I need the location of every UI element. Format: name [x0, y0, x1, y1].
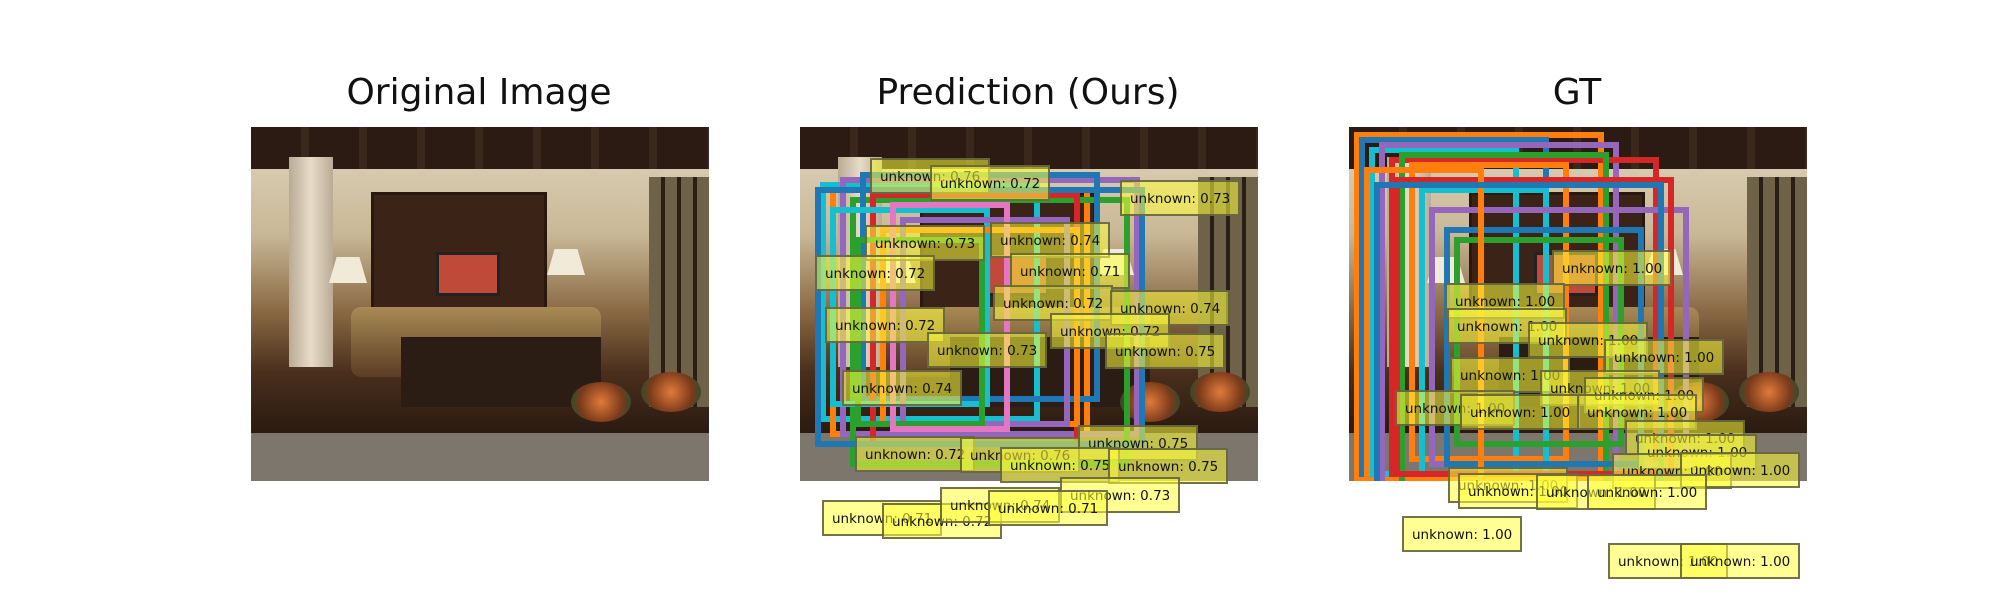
prediction-label: unknown: 0.72: [815, 255, 936, 291]
prediction-label: unknown: 0.73: [1120, 180, 1241, 216]
prediction-label: unknown: 0.72: [930, 165, 1051, 201]
prediction-label: unknown: 0.71: [988, 490, 1109, 526]
gt-label: unknown: 1.00: [1587, 474, 1708, 510]
prediction-label: unknown: 0.71: [1010, 253, 1131, 289]
gt-label: unknown: 1.00: [1680, 452, 1801, 488]
gt-label: unknown: 1.00: [1604, 339, 1725, 375]
gt-title: GT: [1552, 72, 1602, 113]
prediction-label: unknown: 0.72: [825, 307, 946, 343]
original-title: Original Image: [346, 72, 612, 113]
prediction-label: unknown: 0.73: [927, 332, 1048, 368]
gt-label: unknown: 1.00: [1680, 543, 1801, 579]
gt-label: unknown: 1.00: [1402, 516, 1523, 552]
prediction-label: unknown: 0.75: [1105, 333, 1226, 369]
bounding-box: [1374, 182, 1664, 481]
bounding-box: [1399, 152, 1609, 481]
gt-label: unknown: 1.00: [1460, 394, 1581, 430]
room-photo: [251, 127, 709, 481]
original-image-panel: [251, 127, 709, 481]
bounding-box: [1379, 142, 1619, 481]
prediction-label: unknown: 0.74: [842, 370, 963, 406]
gt-label: unknown: 1.00: [1552, 250, 1673, 286]
prediction-label: unknown: 0.72: [855, 436, 976, 472]
prediction-title: Prediction (Ours): [876, 72, 1180, 113]
